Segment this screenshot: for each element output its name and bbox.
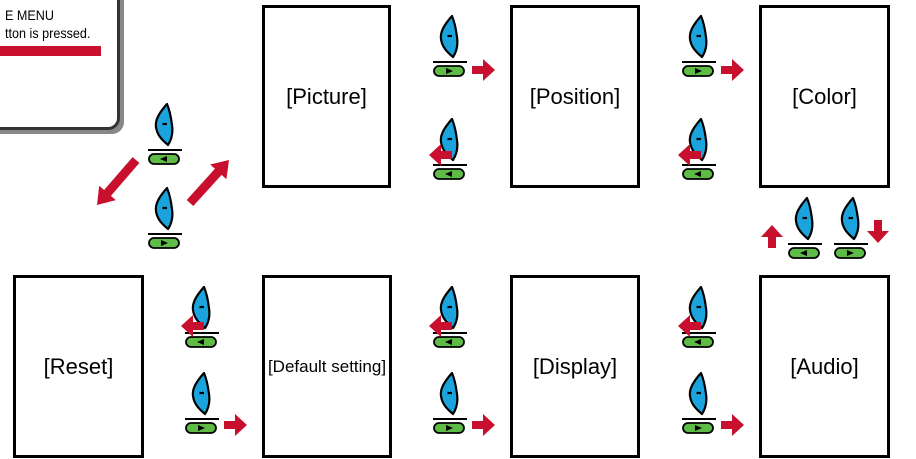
controller-reset-to-picture <box>148 186 182 249</box>
menu-position: [Position] <box>510 5 640 188</box>
controller-picture-to-position <box>433 14 467 77</box>
arrow-left-icon <box>181 315 204 337</box>
dialog-line-2: tton is pressed. <box>5 25 91 41</box>
arrow-right-icon <box>721 414 744 436</box>
menu-display: [Display] <box>510 275 640 458</box>
controller-audio-to-color <box>788 196 822 259</box>
menu-color: [Color] <box>759 5 890 188</box>
menu-default-setting: [Default setting] <box>262 275 392 458</box>
controller-default-to-display <box>433 371 467 434</box>
menu-audio: [Audio] <box>759 275 890 458</box>
menu-audio-label: [Audio] <box>790 353 859 379</box>
controller-audio-to-display <box>682 285 716 348</box>
controller-position-to-picture <box>433 117 467 180</box>
controller-color-to-position <box>682 117 716 180</box>
arrow-right-icon <box>224 414 247 436</box>
arrow-up-icon <box>761 225 783 248</box>
menu-picture: [Picture] <box>262 5 391 188</box>
menu-default-setting-label: [Default setting] <box>267 356 387 376</box>
controller-picture-to-reset <box>148 102 182 165</box>
menu-position-label: [Position] <box>529 83 621 109</box>
controller-color-to-audio <box>834 196 868 259</box>
arrow-down-icon <box>867 220 889 243</box>
controller-display-to-default <box>433 285 467 348</box>
controller-reset-to-default <box>185 371 219 434</box>
menu-reset: [Reset] <box>13 275 144 458</box>
dialog-bar <box>0 46 101 56</box>
arrow-left-icon <box>678 144 701 166</box>
arrow-left-icon <box>678 315 701 337</box>
menu-picture-label: [Picture] <box>286 83 367 109</box>
dialog-box: E MENU tton is pressed. <box>0 0 120 130</box>
arrow-right-icon <box>721 59 744 81</box>
controller-default-to-reset <box>185 285 219 348</box>
arrow-right-icon <box>472 414 495 436</box>
controller-display-to-audio <box>682 371 716 434</box>
controller-position-to-color <box>682 14 716 77</box>
arrow-right-icon <box>472 59 495 81</box>
menu-color-label: [Color] <box>792 83 857 109</box>
arrow-left-icon <box>429 144 452 166</box>
dialog-line-1: E MENU <box>5 7 55 23</box>
menu-reset-label: [Reset] <box>43 353 114 379</box>
menu-display-label: [Display] <box>532 353 618 379</box>
arrow-left-icon <box>429 315 452 337</box>
